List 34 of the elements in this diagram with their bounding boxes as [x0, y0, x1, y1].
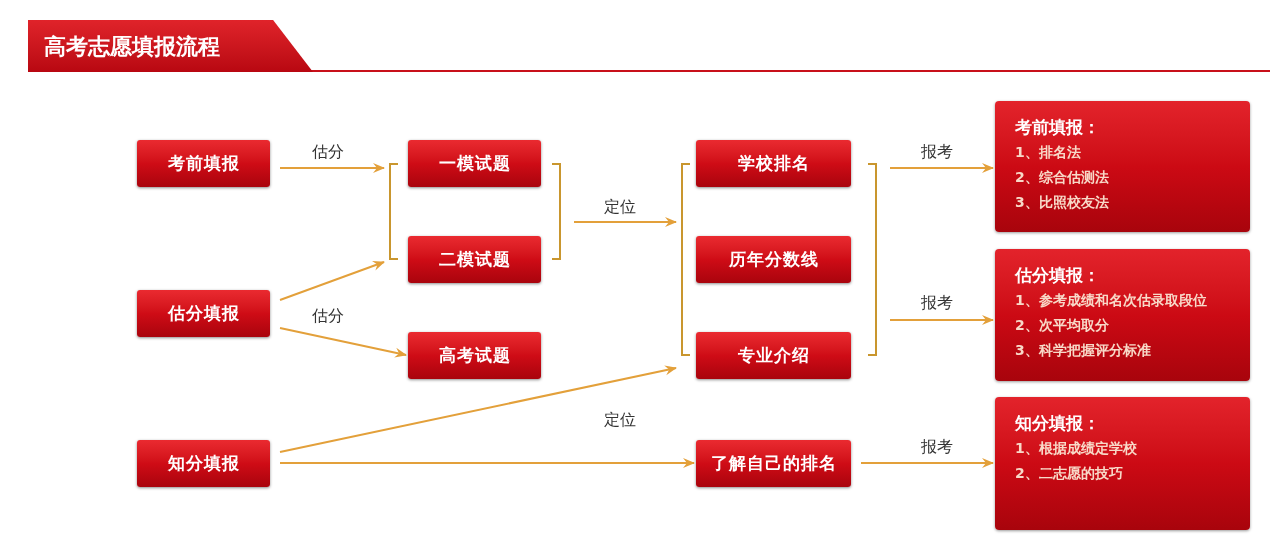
- panel-item: 3、比照校友法: [1015, 193, 1110, 212]
- title-banner: 高考志愿填报流程: [28, 20, 313, 72]
- arrow: [279, 365, 677, 453]
- step-box: 高考试题: [408, 332, 541, 379]
- panel-item: 1、排名法: [1015, 143, 1082, 162]
- panel-heading: 考前填报：: [1015, 117, 1101, 137]
- panel-item: 2、二志愿的技巧: [1015, 464, 1124, 483]
- arrow: [279, 163, 385, 173]
- info-panel: [995, 249, 1250, 381]
- arrow: [279, 327, 407, 358]
- arrow: [889, 163, 994, 173]
- arrow: [889, 315, 994, 325]
- step-box: 知分填报: [137, 440, 270, 487]
- arrow: [279, 458, 695, 468]
- arrow: [279, 261, 385, 301]
- step-box: 学校排名: [696, 140, 851, 187]
- step-box: 考前填报: [137, 140, 270, 187]
- panel-item: 3、科学把握评分标准: [1015, 341, 1152, 360]
- step-box: 二模试题: [408, 236, 541, 283]
- arrow: [860, 458, 994, 468]
- panel-item: 2、次平均取分: [1015, 316, 1110, 335]
- arrow: [573, 217, 677, 227]
- panel-item: 1、根据成绩定学校: [1015, 439, 1138, 458]
- panel-heading: 知分填报：: [1015, 413, 1101, 433]
- info-panel: [995, 397, 1250, 530]
- step-box: 估分填报: [137, 290, 270, 337]
- step-box: 历年分数线: [696, 236, 851, 283]
- panel-item: 1、参考成绩和名次估录取段位: [1015, 291, 1208, 310]
- step-box: 专业介绍: [696, 332, 851, 379]
- info-panel: [995, 101, 1250, 232]
- step-box: 了解自己的排名: [696, 440, 851, 487]
- step-box: 一模试题: [408, 140, 541, 187]
- panel-heading: 估分填报：: [1015, 265, 1101, 285]
- panel-item: 2、综合估测法: [1015, 168, 1110, 187]
